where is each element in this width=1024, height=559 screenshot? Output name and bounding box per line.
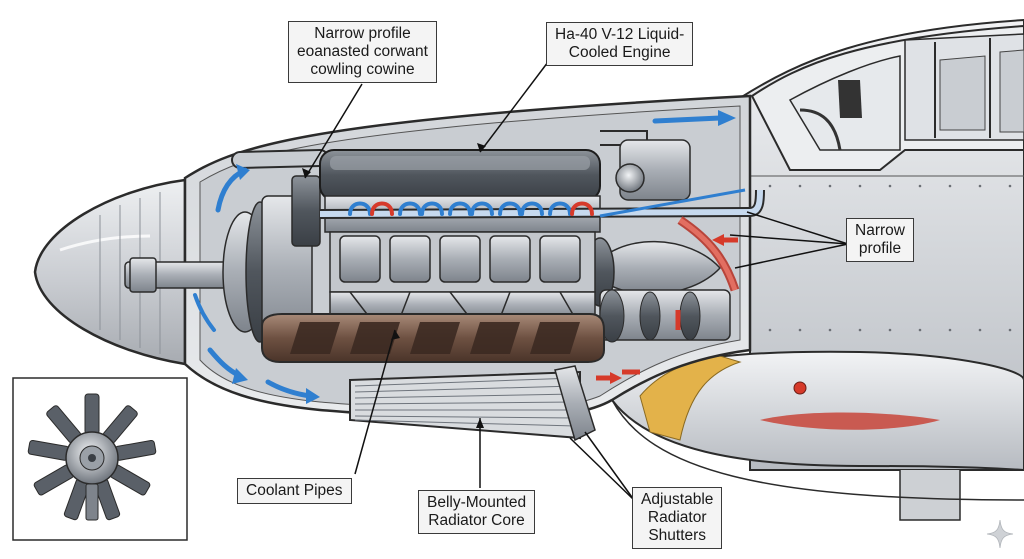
callout-narrow-profile-cowling: Narrow profile eoanasted corwant cowling… — [288, 21, 437, 83]
callout-line: Coolant Pipes — [246, 482, 343, 499]
callout-line: Narrow profile — [314, 25, 411, 42]
flow-arrow-icon — [193, 110, 738, 404]
exhaust-stacks — [348, 201, 594, 216]
callout-coolant-pipes: Coolant Pipes — [237, 478, 352, 504]
sparkle-watermark-icon — [986, 519, 1014, 549]
callout-line: Radiator Core — [428, 512, 525, 529]
propeller-shaft — [124, 195, 313, 347]
oil-sump — [261, 313, 605, 363]
callout-line: eoanasted corwant — [297, 43, 428, 60]
callout-narrow-profile: Narrow profile — [846, 218, 914, 262]
wing-root — [610, 350, 1024, 521]
callout-line: Narrow — [855, 222, 905, 239]
callout-line: cowling cowine — [310, 61, 415, 78]
callout-line: Belly-Mounted — [427, 494, 527, 511]
callout-line: Ha-40 V-12 Liquid- — [555, 26, 685, 43]
coolant-pipe-line — [319, 188, 765, 292]
callout-line: Shutters — [648, 527, 707, 544]
belly-radiator — [349, 365, 596, 442]
callout-radiator-core: Belly-Mounted Radiator Core — [418, 490, 536, 534]
radial-engine-inset-icon — [12, 377, 188, 541]
callout-line: profile — [858, 240, 902, 257]
leader-lines — [304, 61, 849, 501]
callout-line: Cooled Engine — [568, 44, 671, 61]
callout-line: Adjustable — [641, 491, 714, 508]
cylinder-piston — [339, 235, 581, 283]
supercharger — [585, 139, 731, 343]
callout-radiator-shutters: Adjustable Radiator Shutters — [632, 487, 723, 549]
engine-block — [319, 149, 601, 319]
spinner — [33, 178, 187, 366]
callout-line: Radiator — [647, 509, 707, 526]
callout-engine: Ha-40 V-12 Liquid- Cooled Engine — [546, 22, 694, 66]
